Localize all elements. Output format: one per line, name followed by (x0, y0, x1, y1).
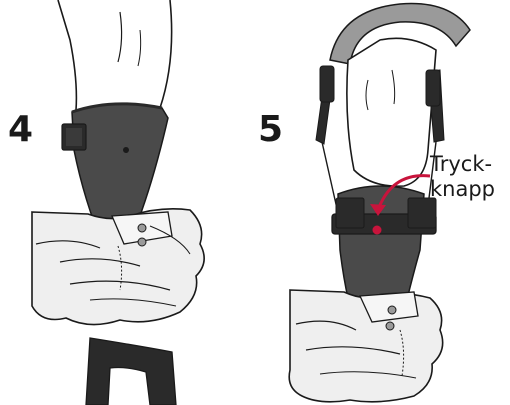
step-4-figure (31, 0, 205, 405)
step-5-thigh-strap (329, 2, 471, 65)
step-5-push-button (372, 225, 382, 235)
callout-arrow (376, 174, 431, 211)
step-4-rivet (123, 147, 129, 153)
push-button-label-line1: Tryck- (430, 152, 493, 176)
step-4-leg (57, 0, 173, 111)
step-4-bottom-strap (85, 337, 177, 405)
push-button-label: Tryck- knapp (430, 152, 495, 202)
push-button-label-line2: knapp (430, 177, 495, 201)
step-5-number: 5 (258, 109, 284, 150)
step-5-leg (346, 37, 437, 187)
step-5-figure (288, 2, 471, 403)
step-4-number: 4 (8, 109, 34, 150)
